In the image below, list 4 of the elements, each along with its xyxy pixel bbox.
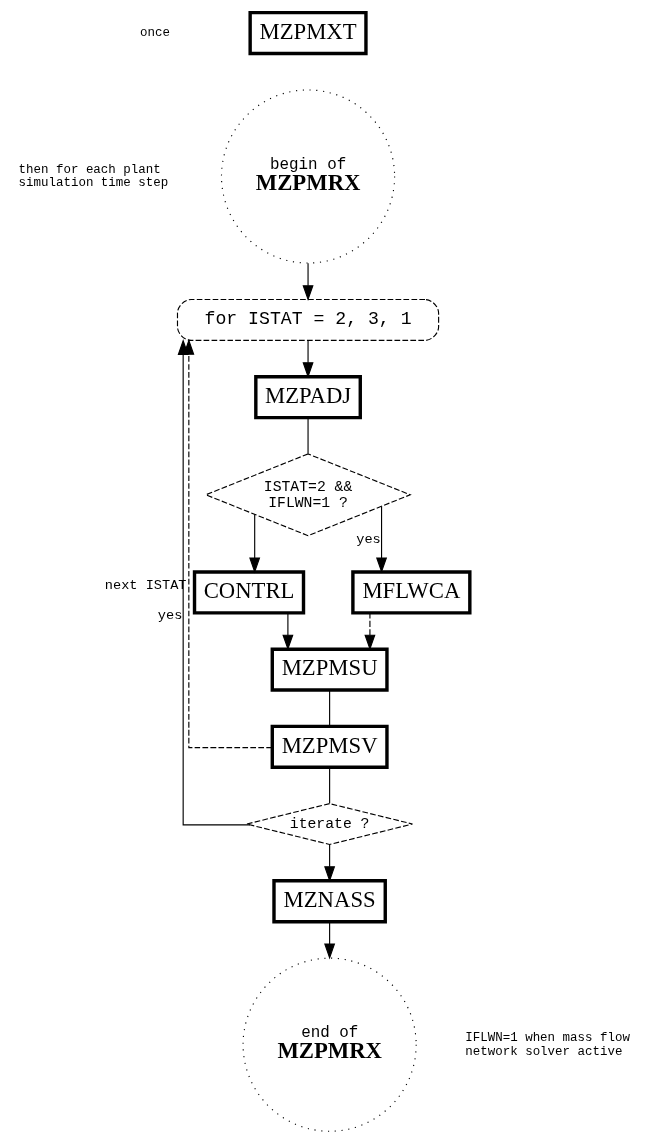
label: then for each plant simulation time step	[18, 162, 169, 191]
edge-label: yes	[157, 608, 183, 624]
label: IFLWN=1 when mass flow network solver active	[465, 1031, 630, 1059]
label: once	[140, 26, 170, 41]
